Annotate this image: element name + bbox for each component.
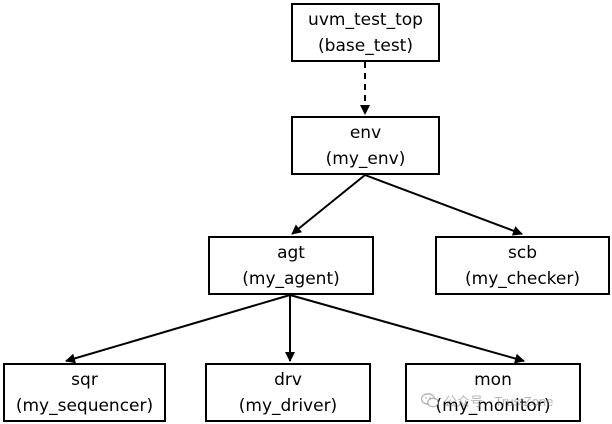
node-name: uvm_test_top (308, 9, 423, 30)
node-type: (my_monitor) (435, 395, 551, 416)
node-scb: scb (my_checker) (435, 236, 610, 295)
edge-agt-mon (289, 294, 525, 364)
node-env: env (my_env) (291, 116, 440, 175)
node-type: (my_driver) (238, 395, 338, 416)
node-name: sqr (71, 369, 98, 390)
node-name: scb (508, 242, 537, 263)
node-agt: agt (my_agent) (208, 236, 374, 295)
node-uvm-test-top: uvm_test_top (base_test) (291, 3, 440, 62)
edge-env-agt (291, 174, 366, 235)
node-type: (my_sequencer) (15, 395, 154, 416)
node-type: (base_test) (318, 35, 413, 56)
node-mon: mon (my_monitor) (405, 363, 581, 422)
node-name: env (349, 122, 382, 143)
node-name: drv (274, 369, 302, 390)
node-drv: drv (my_driver) (205, 363, 371, 422)
node-name: agt (277, 242, 305, 263)
node-type: (my_checker) (465, 268, 580, 289)
node-type: (my_agent) (242, 268, 340, 289)
edge-env-scb (364, 174, 523, 236)
node-type: (my_env) (325, 148, 406, 169)
node-name: mon (474, 369, 512, 390)
node-sqr: sqr (my_sequencer) (3, 363, 166, 422)
edge-agt-sqr (65, 294, 291, 364)
